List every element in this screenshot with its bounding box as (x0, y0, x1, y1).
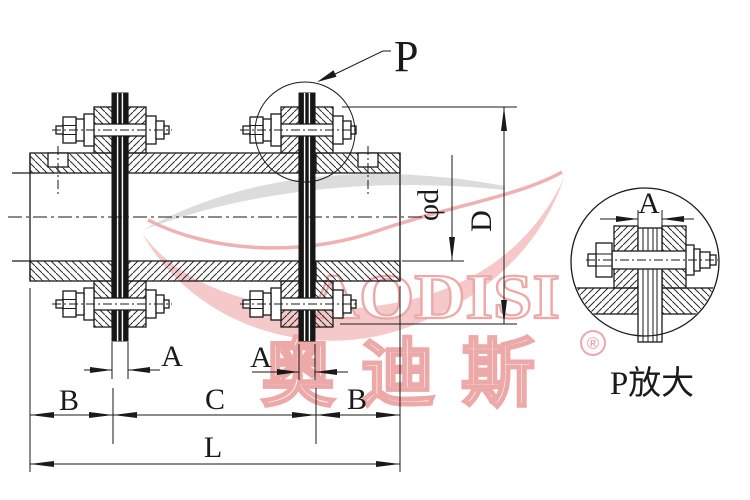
bolt-assembly-bottom-left (52, 287, 172, 321)
dim-l-label: L (204, 431, 222, 464)
dim-c-label: C (205, 383, 225, 416)
bolt-assembly-bottom-right (240, 287, 358, 321)
dim-d: D (340, 106, 517, 325)
dim-bcb-row: B C B (29, 286, 401, 472)
detail-circle-outline (570, 187, 720, 337)
watermark-swoosh-gray (143, 173, 505, 230)
detail-view-title: P放大 (610, 365, 694, 402)
detail-view-p: A P放大 (570, 187, 720, 402)
dim-bore-label: φd (412, 189, 445, 221)
dim-a-detail: A (600, 187, 694, 228)
detail-clipped-content (572, 287, 718, 315)
detail-diaphragm-pack (637, 227, 663, 343)
registered-circle (580, 330, 606, 356)
registered-r: ® (587, 334, 600, 353)
callout-p-label: P (394, 32, 418, 81)
watermark-cjk-text: 奥迪斯 (261, 334, 561, 416)
watermark: AODISI 奥迪斯 ® (142, 170, 606, 417)
dimensions: A A B C B (29, 106, 517, 472)
dim-a-detail-label: A (638, 187, 660, 220)
dim-b-left-label: B (59, 384, 79, 417)
dim-bore-diameter: φd (402, 155, 464, 262)
dim-b-right-label: B (347, 383, 367, 416)
callout-p: P (317, 32, 418, 82)
dim-a-right-label: A (250, 341, 272, 374)
dim-l: L (30, 431, 400, 467)
right-hub (315, 152, 401, 282)
detail-bolt (586, 242, 718, 278)
bolt-assembly-top-left (52, 113, 172, 147)
bolt-assembly-top-right (240, 113, 358, 147)
watermark-swoosh-innerline (147, 170, 563, 250)
dim-d-label: D (465, 210, 498, 232)
main-section-view (8, 81, 424, 342)
detail-callout-circle (254, 81, 356, 183)
callout-arrow (317, 70, 337, 82)
dim-a-right: A (250, 341, 348, 380)
dim-a-left-label: A (161, 340, 183, 373)
dim-a-left: A (84, 340, 183, 379)
watermark-registered-mark: ® (580, 330, 606, 356)
flange-plates (93, 106, 334, 328)
